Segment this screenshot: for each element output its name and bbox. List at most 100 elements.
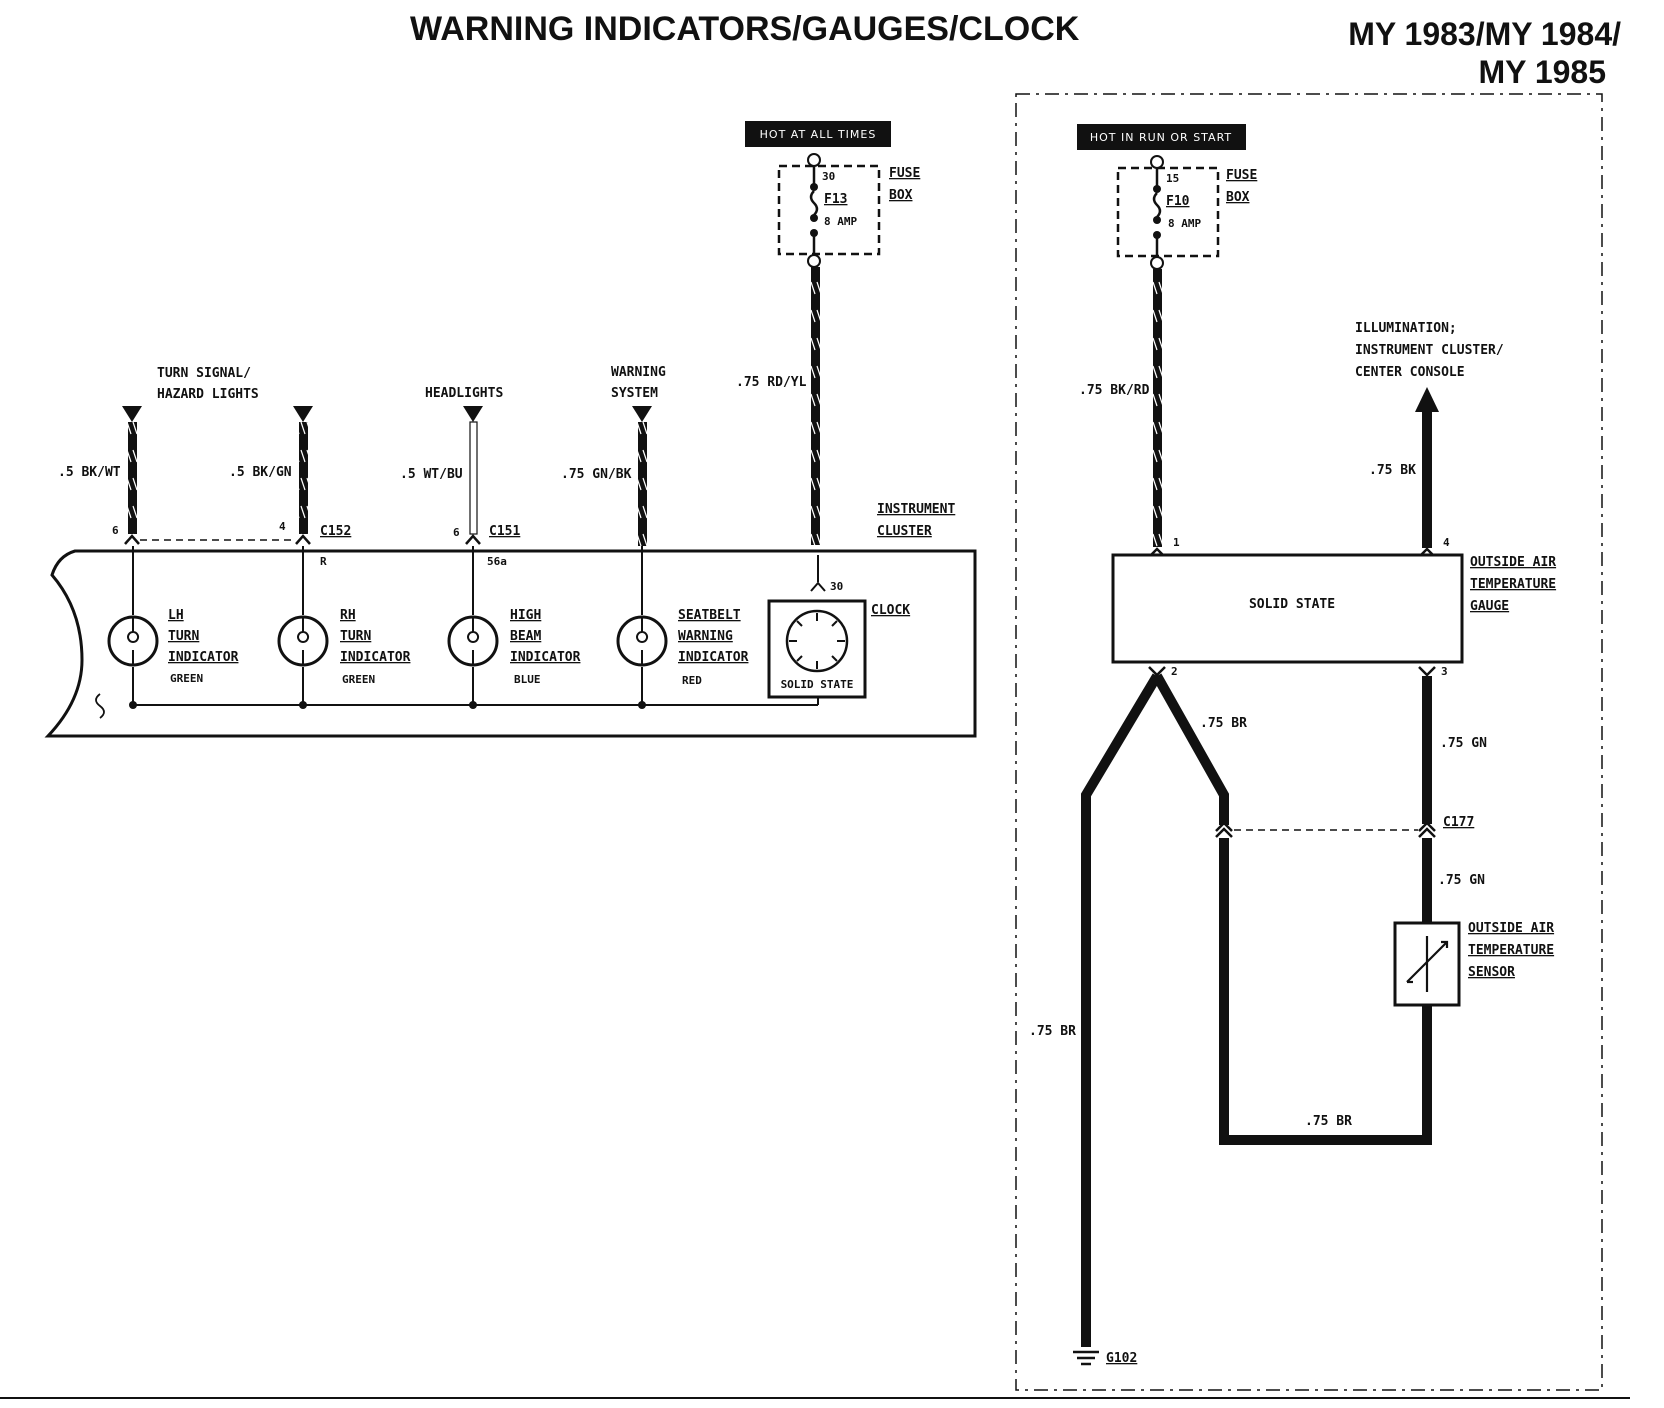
- wire-label-bk-gn: .5 BK/GN: [229, 465, 292, 480]
- indicator-rh-line-2: TURN: [340, 629, 371, 644]
- model-year-line-2: MY 1985: [1479, 54, 1607, 90]
- wire-label-br-bottom: .75 BR: [1305, 1114, 1352, 1129]
- wire-wt-bu: [469, 421, 478, 535]
- power-tag-hot-at-all-times: [745, 121, 891, 147]
- source-warning-line-2: SYSTEM: [611, 386, 658, 401]
- ground-g102: G102: [1106, 1351, 1137, 1366]
- wire-gn-1: [1422, 676, 1432, 824]
- indicator-sb-color: RED: [682, 674, 702, 687]
- power-tag-run-label: HOT IN RUN OR START: [1090, 131, 1232, 144]
- fuse-box-f10: HOT IN RUN OR START 15 F10 8 AMP FUSE BO…: [1077, 124, 1257, 270]
- source-turn-line-2: HAZARD LIGHTS: [157, 387, 259, 402]
- gauge-inner-label: SOLID STATE: [1249, 597, 1335, 612]
- thermistor-icon: [1406, 936, 1449, 992]
- illum-label-1: ILLUMINATION;: [1355, 321, 1457, 336]
- indicator-rh-line-1: RH: [340, 608, 356, 623]
- fuse-pin-15: 15: [1166, 172, 1179, 185]
- indicator-hb-color: BLUE: [514, 673, 541, 686]
- fuse-name-f13: F13: [824, 192, 847, 207]
- wire-label-bk-rd: .75 BK/RD: [1079, 383, 1150, 398]
- wire-label-br-1: .75 BR: [1200, 716, 1247, 731]
- fuse-pin-30: 30: [822, 170, 835, 183]
- wire-br-branch: [1152, 673, 1229, 825]
- power-tag-hot-in-run: [1077, 124, 1246, 150]
- indicator-hb-line-2: BEAM: [510, 629, 541, 644]
- indicator-lh-color: GREEN: [170, 672, 203, 685]
- sensor-label-2: TEMPERATURE: [1468, 943, 1554, 958]
- wire-bk-wt: [128, 422, 137, 534]
- connector-c152: C152: [320, 524, 351, 539]
- indicator-hb-line-1: HIGH: [510, 608, 541, 623]
- wire-label-gn-bk: .75 GN/BK: [561, 467, 632, 482]
- illum-label-3: CENTER CONSOLE: [1355, 365, 1465, 380]
- sensor-label-1: OUTSIDE AIR: [1468, 921, 1554, 936]
- gauge-label-2: TEMPERATURE: [1470, 577, 1556, 592]
- wire-gn-bk: [638, 422, 647, 546]
- source-headlights: HEADLIGHTS: [425, 386, 503, 401]
- indicator-sb-line-1: SEATBELT: [678, 608, 741, 623]
- wire-br-ground: [1081, 673, 1162, 1347]
- wire-rd-yl: [811, 267, 820, 545]
- clock-label: CLOCK: [871, 603, 910, 618]
- sensor-label-3: SENSOR: [1468, 965, 1515, 980]
- connector-c151: C151: [489, 524, 520, 539]
- power-tag-label: HOT AT ALL TIMES: [760, 128, 877, 141]
- instrument-cluster-outline: [44, 549, 977, 738]
- indicator-sb-line-2: WARNING: [678, 629, 733, 644]
- wire-label-wt-bu: .5 WT/BU: [400, 467, 463, 482]
- cluster-label-1: INSTRUMENT: [877, 502, 955, 517]
- pin-2: 2: [1171, 665, 1178, 678]
- fuse-name-f10: F10: [1166, 194, 1190, 209]
- fuse-box-f13: HOT AT ALL TIMES 30 F13 8 AMP FUSE BOX: [745, 121, 920, 268]
- pin-rh-inner: R: [320, 555, 327, 568]
- connector-c177: C177: [1443, 815, 1474, 830]
- right-panel-boundary: [1015, 93, 1603, 1391]
- temperature-gauge-box: [1111, 553, 1464, 664]
- wire-gn-2: [1422, 838, 1432, 922]
- pin-4: 4: [1443, 536, 1450, 549]
- pin-hb-inner: 56a: [487, 555, 507, 568]
- illum-arrow-icon: [1415, 387, 1439, 412]
- indicator-lh-line-1: LH: [168, 608, 184, 623]
- clock-face-icon: [785, 609, 849, 673]
- pin-rh: 4: [279, 520, 286, 533]
- pin-hb: 6: [453, 526, 460, 539]
- wire-label-gn-2: .75 GN: [1438, 873, 1485, 888]
- fuse-box-label-2: BOX: [889, 188, 913, 203]
- pin-lh: 6: [112, 524, 119, 537]
- illum-label-2: INSTRUMENT CLUSTER/: [1355, 343, 1504, 358]
- fuse-box-f10-label-2: BOX: [1226, 190, 1250, 205]
- indicator-rh-line-3: INDICATOR: [340, 650, 411, 665]
- pin-1: 1: [1173, 536, 1180, 549]
- wire-label-br-ground: .75 BR: [1029, 1024, 1076, 1039]
- indicator-hb-line-3: INDICATOR: [510, 650, 581, 665]
- wire-bk-illum: [1422, 410, 1432, 548]
- fuse-box-label-1: FUSE: [889, 166, 920, 181]
- clock-pin-30: 30: [830, 580, 843, 593]
- source-turn-line-1: TURN SIGNAL/: [157, 366, 251, 381]
- wire-label-gn-1: .75 GN: [1440, 736, 1487, 751]
- fuse-rating-f13: 8 AMP: [824, 215, 857, 228]
- indicator-rh-color: GREEN: [342, 673, 375, 686]
- fuse-box-f10-label-1: FUSE: [1226, 168, 1257, 183]
- indicator-sb-line-3: INDICATOR: [678, 650, 749, 665]
- wire-label-bk-wt: .5 BK/WT: [58, 465, 121, 480]
- indicator-lh-line-2: TURN: [168, 629, 199, 644]
- source-warning-line-1: WARNING: [611, 365, 666, 380]
- cluster-label-2: CLUSTER: [877, 524, 932, 539]
- wire-bk-rd: [1153, 269, 1162, 547]
- gauge-label-1: OUTSIDE AIR: [1470, 555, 1556, 570]
- gauge-label-3: GAUGE: [1470, 599, 1509, 614]
- ground-icon: [1073, 1350, 1099, 1366]
- wire-label-bk-illum: .75 BK: [1369, 463, 1416, 478]
- wire-bk-gn: [299, 422, 308, 534]
- pin-3: 3: [1441, 665, 1448, 678]
- wire-br-return: [1219, 838, 1432, 1145]
- indicator-lh-line-3: INDICATOR: [168, 650, 239, 665]
- wire-label-rd-yl: .75 RD/YL: [736, 375, 807, 390]
- model-year-line-1: MY 1983/MY 1984/: [1348, 16, 1621, 52]
- clock: 30 SOLID STATE CLOCK: [767, 580, 910, 699]
- fuse-rating-f10: 8 AMP: [1168, 217, 1201, 230]
- clock-inner-label: SOLID STATE: [781, 678, 854, 691]
